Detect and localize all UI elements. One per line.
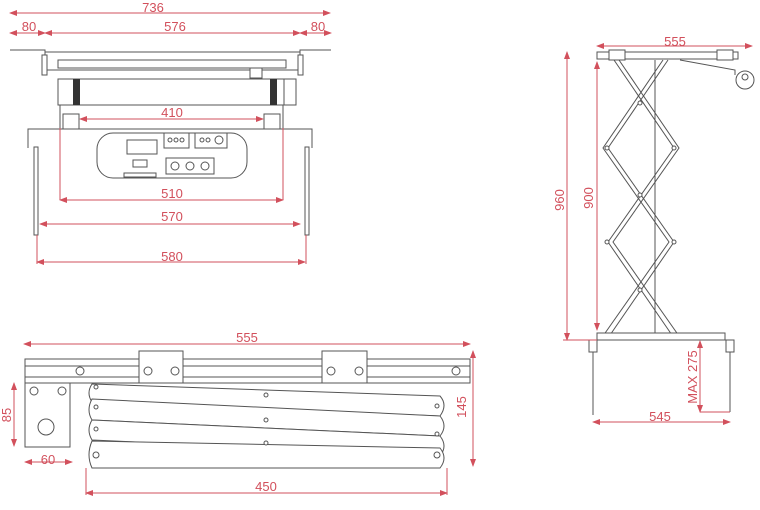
- dim-60: 60: [41, 452, 55, 467]
- top-rail: [57, 59, 287, 69]
- audio-jacks: [163, 132, 190, 149]
- dim-736: 736: [142, 0, 164, 15]
- dim-960: 960: [552, 189, 567, 211]
- side-clip-left: [41, 54, 48, 76]
- extended-side-view: 555 960 900 MAX 275 545: [552, 34, 755, 425]
- wheel: [37, 418, 55, 436]
- bottom-rail: [596, 332, 726, 341]
- coax-jacks: [165, 157, 215, 175]
- panel-slot: [123, 172, 157, 178]
- dim-555-extended: 555: [664, 34, 686, 49]
- dim-576: 576: [164, 19, 186, 34]
- motor-cap: [283, 78, 297, 106]
- leg-socket-right: [725, 339, 735, 353]
- dim-410: 410: [161, 105, 183, 120]
- bracket-right: [263, 113, 281, 130]
- dim-450: 450: [255, 479, 277, 494]
- power-socket: [126, 139, 158, 155]
- bracket-left: [62, 113, 80, 130]
- leg-socket-left: [588, 339, 598, 353]
- roller-housing: [57, 78, 297, 106]
- wheel-arm: [679, 59, 736, 75]
- dim-555-collapsed: 555: [236, 330, 258, 345]
- dim-max-275: MAX 275: [685, 350, 700, 403]
- leg-left: [33, 146, 39, 236]
- lower-plate: [27, 128, 313, 148]
- collapsed-side-view: 555 85 60 145 450: [0, 330, 476, 496]
- dim-85: 85: [0, 408, 14, 422]
- top-block-right: [716, 49, 734, 61]
- top-block-left: [608, 49, 626, 61]
- dim-510: 510: [161, 186, 183, 201]
- dim-900: 900: [581, 187, 596, 209]
- top-rail: [596, 51, 739, 60]
- leg-right: [304, 146, 310, 236]
- rail: [24, 358, 471, 384]
- dim-80-left: 80: [22, 19, 36, 34]
- roller-right: [270, 79, 277, 105]
- front-view: 736 80 576 80 410 510 570 580: [9, 0, 332, 265]
- scissor-lift: [602, 59, 680, 340]
- dim-580: 580: [161, 249, 183, 264]
- scissor-arms: [88, 383, 445, 469]
- dim-570: 570: [161, 209, 183, 224]
- dim-145: 145: [454, 396, 469, 418]
- usb-port: [132, 159, 148, 168]
- dim-80-right: 80: [311, 19, 325, 34]
- motor-block: [249, 67, 263, 79]
- roller-left: [73, 79, 80, 105]
- side-clip-right: [297, 54, 304, 76]
- dim-545: 545: [649, 409, 671, 424]
